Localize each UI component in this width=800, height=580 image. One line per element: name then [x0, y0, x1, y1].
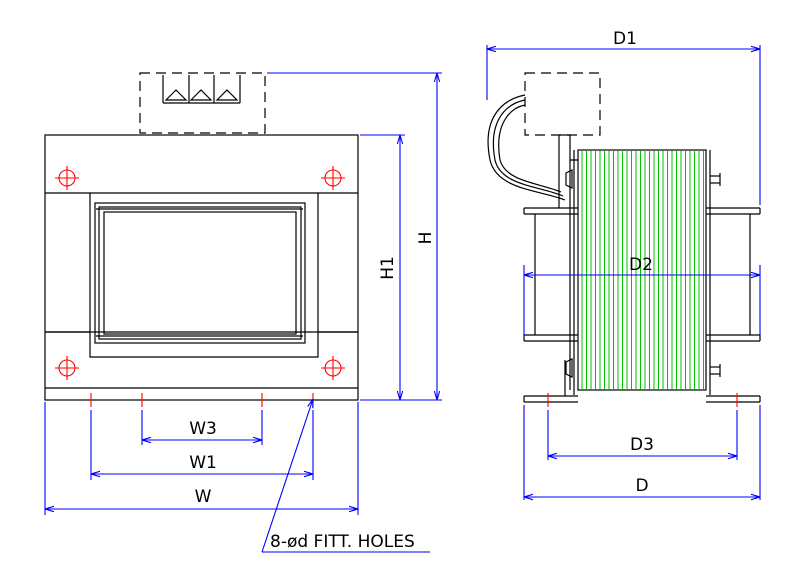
front-frame: [44, 134, 359, 401]
d1-label: D1: [613, 29, 637, 49]
terminal-block-icon: [163, 89, 240, 104]
d2-label: D2: [629, 255, 653, 275]
w-label: W: [195, 487, 212, 507]
holes-note: 8-ød FITT. HOLES: [270, 532, 415, 552]
core-window: [94, 202, 306, 344]
mount-hole-bottom-right: [321, 356, 345, 380]
w1-label: W1: [189, 453, 217, 473]
h-label: H: [416, 232, 436, 245]
crosshair-circle-icon: [55, 356, 79, 380]
terminal-block: [139, 72, 266, 134]
h1-label: H1: [378, 256, 398, 280]
mount-hole-top-left: [55, 166, 79, 190]
side-terminal-box: [524, 72, 601, 136]
mount-hole-bottom-left: [55, 356, 79, 380]
crosshair-circle-icon: [321, 166, 345, 190]
mount-hole-top-right: [321, 166, 345, 190]
crosshair-circle-icon: [55, 166, 79, 190]
coil-winding: [577, 149, 707, 391]
right-bracket: [706, 150, 761, 403]
crosshair-circle-icon: [321, 356, 345, 380]
front-view: W3 W1 W H1 H 8-ød FITT. HOLES: [44, 72, 442, 553]
d-label: D: [635, 476, 648, 496]
d3-label: D3: [630, 435, 654, 455]
left-bracket: [523, 134, 578, 403]
side-view: D1 D2 D3 D: [486, 29, 761, 500]
w3-label: W3: [189, 419, 217, 439]
holes-note-leader: [261, 399, 313, 553]
lead-wires: [487, 94, 566, 201]
